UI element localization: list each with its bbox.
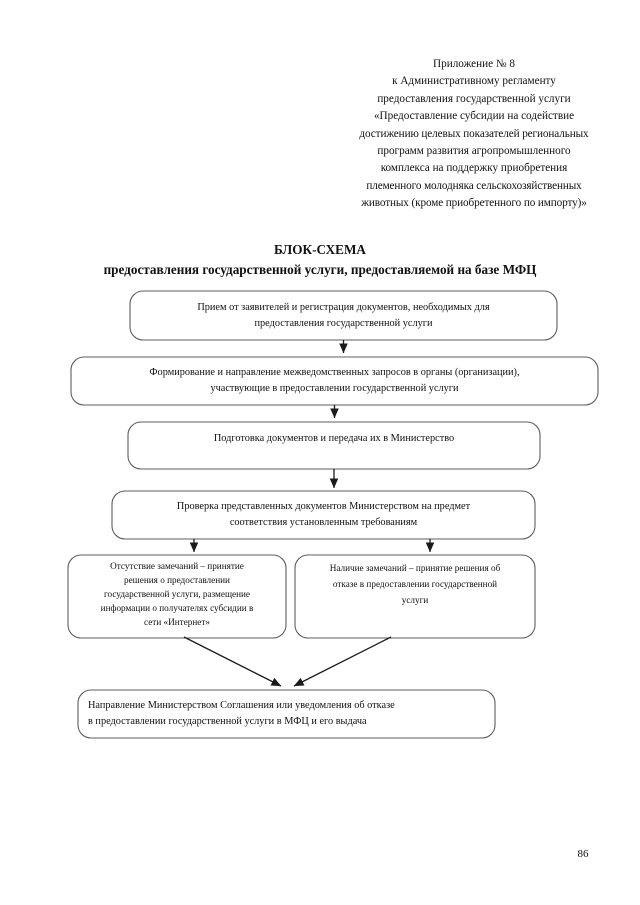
node-6-shape (294, 554, 536, 639)
node-5-line-1: Отсутствие замечаний – принятие (110, 561, 244, 571)
node-4-line-1: Проверка представленных документов Минис… (177, 501, 471, 512)
node-5-shape (67, 554, 287, 639)
node-7-shape (77, 689, 496, 739)
scheme-title-line-2: предоставления государственной услуги, п… (103, 262, 537, 277)
node-3-line-1: Подготовка документов и передача их в Ми… (214, 433, 454, 444)
appendix-line-8: племенного молодняка сельскохозяйственны… (366, 179, 582, 192)
node-6-line-1: Наличие замечаний – принятие решения об (330, 563, 501, 573)
flow-node-interagency-requests-step: Формирование и направление межведомствен… (70, 356, 599, 406)
appendix-line-9: животных (кроме приобретенного по импорт… (361, 197, 587, 210)
appendix-line-3: предоставления государственной услуги (377, 92, 571, 105)
page-number: 86 (577, 848, 589, 860)
node-2-shape (70, 356, 599, 406)
node-5-line-2: решения о предоставлении (124, 575, 230, 585)
appendix-line-6: программ развития агропромышленного (377, 145, 571, 158)
node-3-shape (127, 421, 541, 470)
appendix-line-2: к Административному регламенту (392, 75, 556, 88)
node-4-shape (111, 490, 536, 540)
scheme-title-line-1: БЛОК-СХЕМА (274, 242, 366, 257)
node-2-line-1: Формирование и направление межведомствен… (149, 367, 519, 378)
appendix-header: Приложение № 8 к Административному регла… (318, 56, 630, 213)
node-1-shape (129, 290, 558, 341)
flow-node-acceptance-registration-step: Прием от заявителей и регистрация докуме… (129, 290, 558, 341)
node-7-line-1: Направление Министерством Соглашения или… (88, 700, 395, 711)
flow-node-remarks-refusal-decision-step: Наличие замечаний – принятие решения об … (294, 554, 536, 639)
node-5-line-5: сети «Интернет» (144, 617, 210, 627)
node-7-line-2: в предоставлении государственной услуги … (88, 716, 367, 727)
node-4-line-2: соответствия установленным требованиям (230, 517, 418, 528)
node-6-line-3: услуги (402, 595, 429, 605)
appendix-line-7: комплекса на поддержку приобретения (380, 162, 568, 175)
flow-node-no-remarks-decision-step: Отсутствие замечаний – принятие решения … (67, 554, 287, 639)
appendix-line-5: достижению целевых показателей региональ… (359, 127, 589, 140)
flow-node-agreement-delivery-step: Направление Министерством Соглашения или… (77, 689, 496, 739)
node-5-line-4: информации о получателях субсидии в (101, 603, 254, 613)
node-1-line-1: Прием от заявителей и регистрация докуме… (197, 302, 490, 313)
connector-6-to-7 (293, 636, 392, 687)
flow-node-documents-preparation-step: Подготовка документов и передача их в Ми… (127, 421, 541, 470)
node-1-line-2: предоставления государственной услуги (255, 318, 433, 329)
appendix-line-1: Приложение № 8 (433, 58, 515, 70)
node-6-line-2: отказе в предоставлении государственной (333, 579, 497, 589)
flow-node-documents-verification-step: Проверка представленных документов Минис… (111, 490, 536, 540)
scheme-title: БЛОК-СХЕМА предоставления государственно… (20, 240, 620, 280)
appendix-line-4: «Предоставление субсидии на содействие (373, 110, 575, 123)
connector-5-to-7 (183, 636, 282, 687)
node-2-line-2: участвующие в предоставлении государстве… (210, 383, 459, 394)
node-5-line-3: государственной услуги, размещение (104, 589, 250, 599)
